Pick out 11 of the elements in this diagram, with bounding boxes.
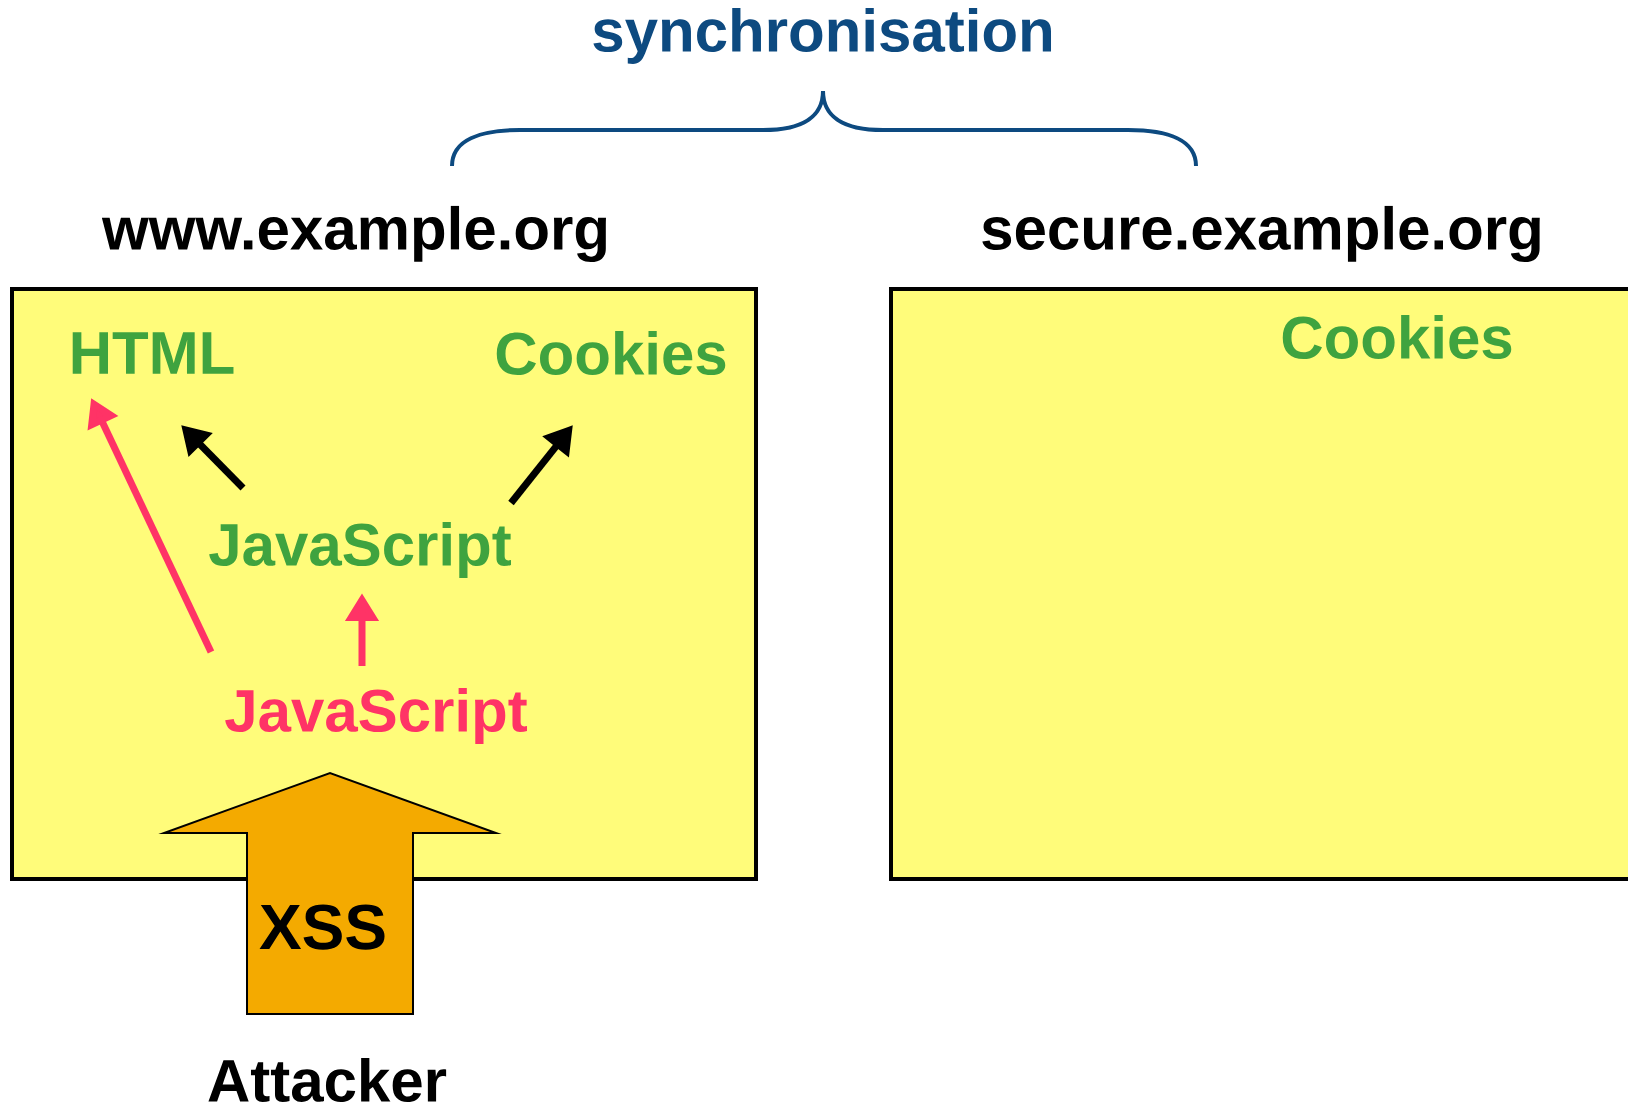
attacker-label: Attacker: [208, 1058, 447, 1103]
edge-label: XSS: [259, 904, 385, 950]
block-arrow: [158, 771, 502, 1015]
component-label: JavaScript: [225, 688, 527, 744]
site-heading: secure.example.org: [982, 205, 1540, 263]
component-label: Cookies: [1282, 315, 1512, 360]
component-label: Cookies: [496, 331, 726, 376]
component-label: HTML: [72, 332, 234, 374]
site-heading: www.example.org: [101, 205, 606, 263]
component-label: JavaScript: [209, 522, 511, 578]
brace-label: synchronisation: [593, 8, 1051, 64]
